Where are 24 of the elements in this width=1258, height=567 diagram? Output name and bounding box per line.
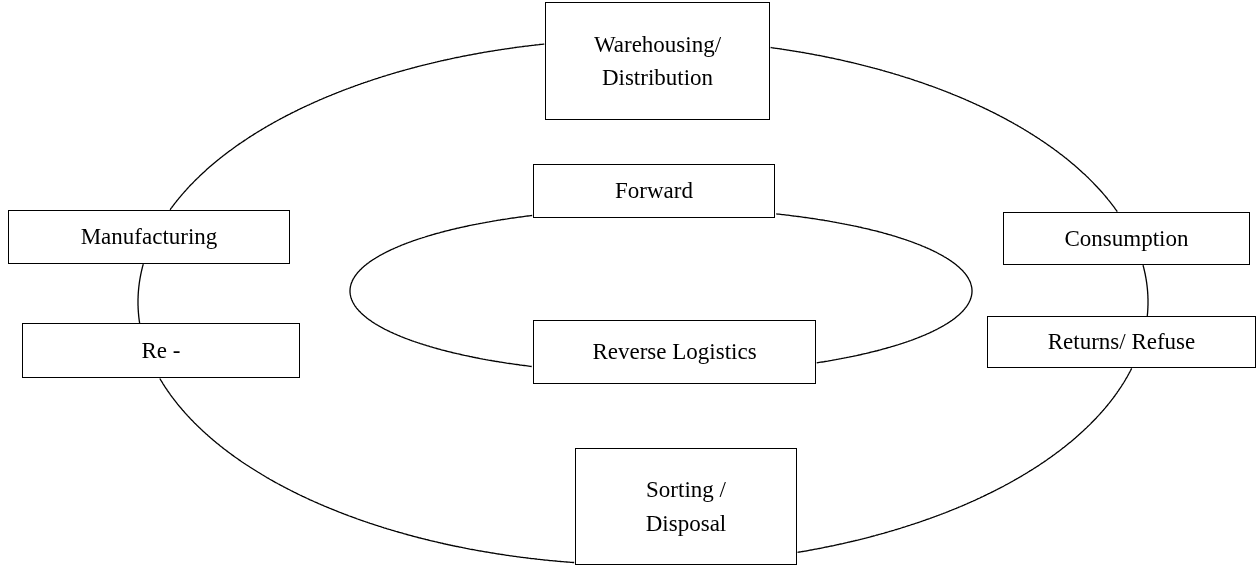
connector-line [159, 377, 575, 564]
process-box [575, 448, 797, 565]
node-label: Reverse Logistics [592, 338, 757, 367]
connector-line [1142, 264, 1149, 317]
connector-line [349, 214, 533, 368]
process-box [533, 164, 775, 218]
node-label: Manufacturing [80, 223, 218, 252]
node-label: Forward [615, 177, 693, 206]
node-label: Sorting / Disposal [644, 476, 728, 538]
process-box [1003, 212, 1250, 265]
process-box [22, 323, 300, 378]
connector-line [796, 367, 1133, 554]
connector-line [169, 43, 545, 211]
connector-line [137, 263, 144, 324]
node-label: Re - [141, 336, 181, 365]
process-box [545, 2, 770, 120]
process-box [987, 316, 1256, 368]
node-label: Warehousing/ Distribution [592, 30, 723, 92]
connector-line [769, 46, 1118, 213]
process-box [533, 320, 816, 384]
node-label: Consumption [1064, 224, 1189, 253]
node-label: Returns/ Refuse [1047, 328, 1196, 357]
connector-line [775, 213, 973, 364]
process-box [8, 210, 290, 264]
